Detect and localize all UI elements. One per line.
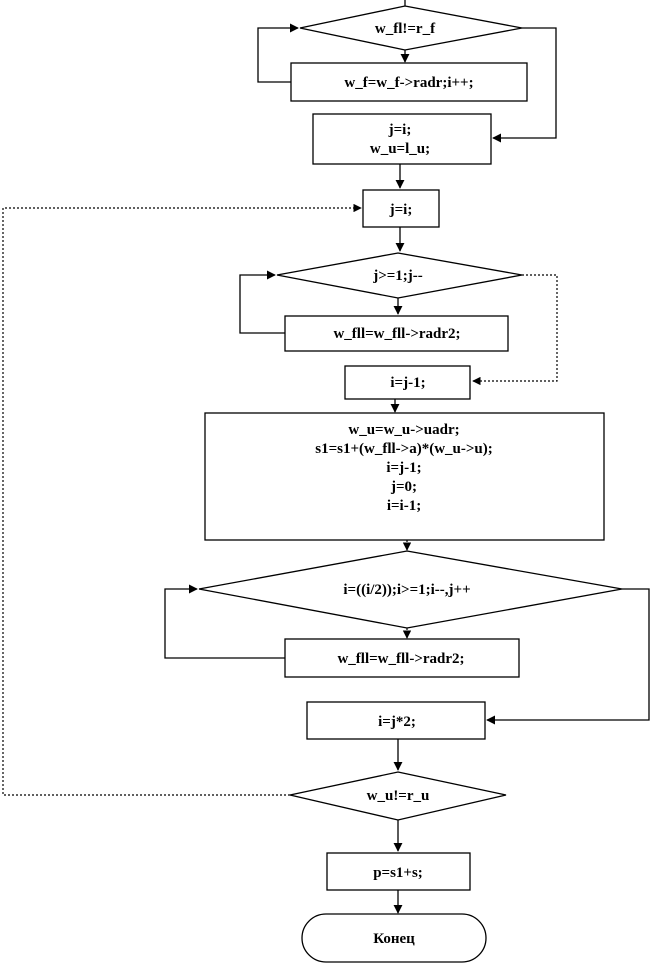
process-i-j-times-2 (306, 701, 486, 740)
process-w-fll-radr2-a-label: w_fll=w_fll->radr2; (333, 326, 460, 342)
process-w-fll-radr2-b-label: w_fll=w_fll->radr2; (337, 651, 464, 667)
compute-line-3: i=j-1; (386, 460, 421, 476)
loop-back-b7-to-d3 (164, 584, 285, 659)
process-i-j-1-label: i=j-1; (390, 375, 425, 391)
process-j-i-outer (362, 189, 440, 228)
decision-j-ge-1-label: j>=1;j-- (372, 268, 423, 284)
process-p-s1-s (326, 852, 471, 891)
process-j-i-w-u-l-u (312, 113, 492, 165)
exit-d1-to-b2 (492, 27, 557, 143)
compute-line-2: s1=s1+(w_fll->a)*(w_u->u); (315, 441, 493, 457)
process-compute-block (204, 412, 605, 541)
loop-back-d4-to-b3 (2, 203, 362, 796)
terminator-end-label: Конец (373, 931, 415, 947)
process-j-i-line: j=i; (388, 122, 412, 138)
compute-line-5: i=i-1; (387, 498, 421, 514)
terminator-end (301, 913, 487, 963)
compute-line-1: w_u=w_u->uadr; (348, 422, 459, 438)
compute-line-4: j=0; (390, 479, 417, 495)
process-w-u-l-u-line: w_u=l_u; (370, 141, 430, 157)
exit-d3-to-b8 (486, 588, 650, 725)
process-w-f-radr (290, 62, 528, 102)
exit-d2-to-b5 (472, 274, 558, 386)
process-w-fll-radr2-a (284, 315, 509, 352)
decision-w-fl-ne-r-f-label: w_fl!=r_f (375, 21, 436, 37)
decision-i-half-loop-label: i=((i/2));i>=1;i--,j++ (343, 582, 470, 598)
process-w-f-radr-label: w_f=w_f->radr;i++; (344, 75, 473, 91)
loop-back-b1-to-d1 (257, 23, 299, 83)
process-w-fll-radr2-b (284, 638, 520, 678)
process-i-j-times-2-label: i=j*2; (378, 714, 416, 730)
process-i-j-1 (344, 365, 471, 400)
process-j-i-outer-label: j=i; (389, 202, 413, 218)
decision-w-u-ne-r-u-label: w_u!=r_u (367, 788, 430, 804)
loop-back-b4-to-d2 (239, 270, 285, 334)
process-p-s1-s-label: p=s1+s; (373, 865, 423, 881)
